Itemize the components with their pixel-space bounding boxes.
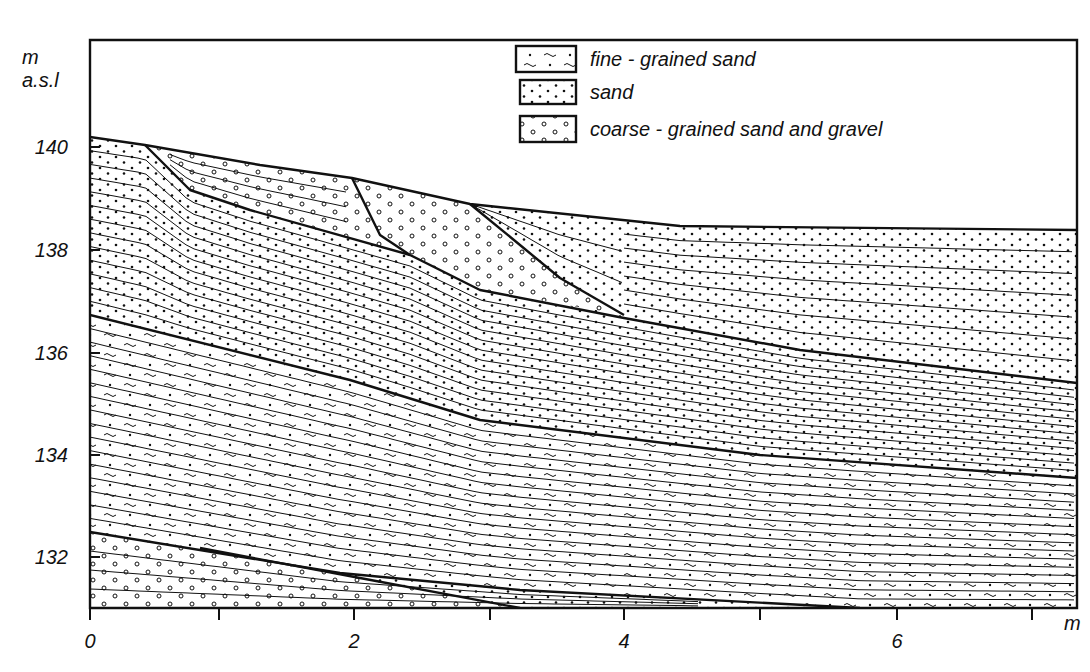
legend-text: fine - grained sand	[590, 48, 756, 71]
bedding-line	[90, 464, 1074, 567]
bedding-line	[90, 491, 1074, 583]
axis-unit: m a.s.l	[22, 46, 70, 92]
tick-label: 134	[35, 444, 68, 467]
tick-label: 140	[35, 136, 68, 159]
bedding-line	[90, 505, 1074, 592]
bedding-line	[90, 383, 1074, 519]
bedding-line	[90, 589, 698, 606]
bedding-line	[90, 178, 1074, 405]
bedding-line	[90, 192, 1074, 412]
bedding-line	[90, 396, 1074, 526]
bedding-line	[90, 288, 1074, 464]
tick-label: 6	[891, 630, 902, 653]
axis-unit: m	[1064, 612, 1081, 635]
tick-label: 136	[35, 342, 68, 365]
bedding-line	[624, 248, 1072, 273]
bedding-line	[624, 290, 1072, 339]
bedding-line	[90, 570, 698, 604]
bedding-line	[90, 424, 1074, 543]
bedding-line	[90, 247, 1074, 442]
bedding-line	[624, 262, 1072, 295]
bedding-line	[90, 151, 1074, 390]
tick-label: 132	[35, 546, 68, 569]
bedding-line	[170, 160, 346, 207]
bedding-line	[90, 206, 1074, 420]
bedding-line	[90, 437, 1074, 551]
tick-label: 138	[35, 239, 68, 262]
bedding-line	[90, 233, 1074, 434]
bedding-line	[624, 304, 1072, 361]
bedding-line	[90, 219, 1074, 426]
bedding-line	[90, 301, 1074, 470]
bedding-line	[90, 410, 1074, 535]
tick-label: 0	[84, 630, 95, 653]
bedding-line	[90, 369, 1074, 510]
bedding-line	[624, 276, 1072, 317]
bedding-line	[624, 234, 1072, 252]
bedding-line	[90, 260, 1074, 448]
bedding-line	[470, 204, 622, 283]
legend-text: coarse - grained sand and gravel	[590, 118, 882, 141]
tick-label: 2	[348, 630, 359, 653]
legend-text: sand	[590, 81, 633, 104]
bedding-line	[90, 478, 1074, 576]
tick-label: 4	[618, 630, 629, 653]
bedding-line	[90, 164, 1074, 397]
bedding-line	[90, 518, 1074, 600]
